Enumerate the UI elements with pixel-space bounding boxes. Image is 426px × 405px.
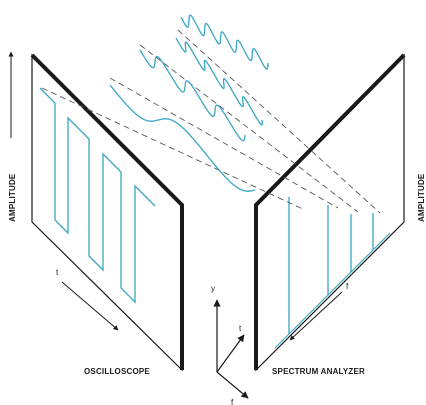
oscilloscope-frame-edge <box>30 53 184 370</box>
sine-wave-7th-harmonic <box>180 14 269 70</box>
oscilloscope-time-label: t <box>56 268 59 277</box>
spectrum-freq-label: f <box>346 282 349 291</box>
dashed-guide-1 <box>41 87 306 211</box>
t-axis-arrow <box>216 334 245 373</box>
spectrum-analyzer-panel: AMPLITUDE f SPECTRUM ANALYZER <box>254 53 426 376</box>
axes-indicator: y t f <box>211 284 249 405</box>
oscilloscope-caption: OSCILLOSCOPE <box>84 367 150 376</box>
spectrum-analyzer-frame <box>255 53 405 372</box>
sine-wave-fundamental <box>109 84 256 192</box>
spectrum-amplitude-label: AMPLITUDE <box>417 173 426 222</box>
spectrum-analyzer-frame-edge <box>254 53 406 370</box>
dashed-guide-2 <box>109 77 339 209</box>
oscilloscope-amplitude-label: AMPLITUDE <box>8 173 17 222</box>
spectrum-analyzer-caption: SPECTRUM ANALYZER <box>272 367 365 376</box>
oscilloscope-panel: AMPLITUDE t OSCILLOSCOPE <box>8 51 184 376</box>
harmonic-components <box>41 14 381 214</box>
spectrum-freq-arrow <box>289 291 343 341</box>
t-axis-label: t <box>239 324 242 333</box>
dashed-guide-4 <box>177 29 381 214</box>
spectrum-baseline <box>274 232 391 349</box>
sine-wave-5th-harmonic <box>175 37 263 126</box>
oscilloscope-time-arrow <box>61 281 119 331</box>
square-wave-trace <box>39 87 156 304</box>
y-axis-label: y <box>211 284 215 293</box>
f-axis-label: f <box>231 398 234 405</box>
sine-wave-3rd-harmonic <box>139 49 246 142</box>
dashed-guide-3 <box>139 44 359 213</box>
f-axis-arrow <box>216 371 249 399</box>
